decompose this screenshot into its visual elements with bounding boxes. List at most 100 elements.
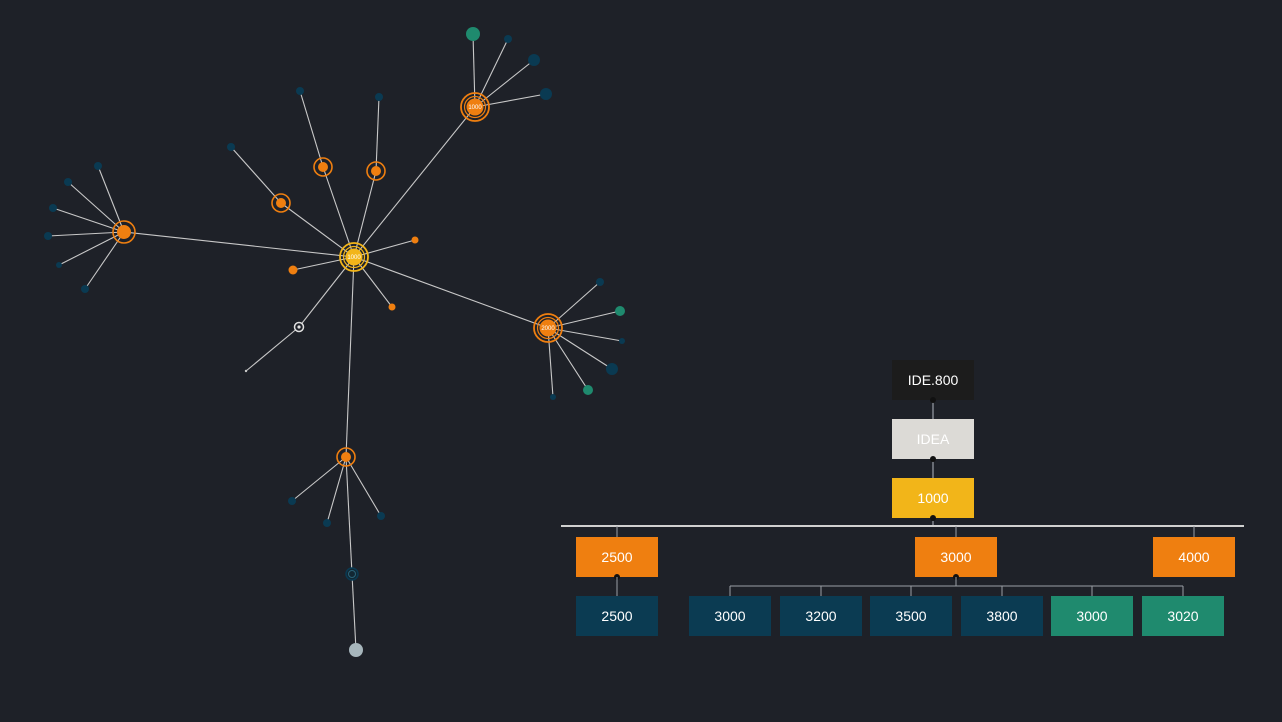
white-ring-outline [293, 321, 305, 333]
graph-edge [353, 239, 416, 258]
tree-leaf-2-2[interactable]: 3200 [780, 596, 862, 636]
navy-leaf-node[interactable] [377, 512, 385, 520]
tree-leaf-2-3[interactable]: 3500 [870, 596, 952, 636]
group-node-c[interactable] [276, 198, 286, 208]
tree-leaf-2-1-label: 3000 [714, 608, 745, 624]
tree-node-root-label: 1000 [917, 490, 948, 506]
tree-group-1-box [576, 537, 658, 577]
graph-edge [547, 310, 621, 329]
navy-leaf-node[interactable] [606, 363, 618, 375]
tree-leaf-2-1[interactable]: 3000 [689, 596, 771, 636]
navy-leaf-node[interactable] [56, 262, 62, 268]
tree-node-idea[interactable]: IDEA [892, 419, 974, 459]
tree-leaf-2-3-box [870, 596, 952, 636]
tree-node-root[interactable]: 1000 [892, 478, 974, 518]
group-node-a[interactable] [318, 162, 328, 172]
graph-edge [299, 90, 324, 168]
dark-ring-inner [348, 570, 356, 578]
tree-group-1[interactable]: 2500 [576, 537, 658, 577]
graph-edge [230, 146, 282, 204]
white-ring-core[interactable] [297, 325, 301, 329]
tree-leaf-2-5-label: 3000 [1076, 608, 1107, 624]
dark-ring-node[interactable] [346, 568, 358, 580]
navy-leaf-node[interactable] [504, 35, 512, 43]
teal-leaf-node[interactable] [615, 306, 625, 316]
navy-leaf-node[interactable] [44, 232, 52, 240]
orange-leaf-node[interactable] [288, 265, 298, 275]
tree-leaf-2-4[interactable]: 3800 [961, 596, 1043, 636]
gray-end-node[interactable] [349, 643, 363, 657]
navy-leaf-node[interactable] [323, 519, 331, 527]
hub-right-ring [533, 313, 563, 343]
tree-group-3-label: 4000 [1178, 549, 1209, 565]
graph-edge [474, 38, 509, 108]
graph-edge [280, 202, 355, 258]
graph-edge [547, 327, 554, 398]
graph-edge [345, 456, 382, 517]
network-nodes: 1000 2000 1000 [44, 27, 625, 657]
tree-group-3-box [1153, 537, 1235, 577]
hub-top-right-label: 1000 [468, 105, 482, 111]
navy-leaf-node[interactable] [550, 394, 556, 400]
tree-node-top-label: IDE.800 [908, 372, 959, 388]
root-node[interactable] [345, 248, 363, 266]
tree-leaf-2-4-label: 3800 [986, 608, 1017, 624]
graph-edge [245, 326, 300, 372]
hub-right-inner-ring [536, 316, 560, 340]
graph-edge [474, 93, 547, 108]
tree-joint [930, 456, 936, 462]
group-node-bottom[interactable] [341, 452, 351, 462]
graph-edge [345, 456, 353, 575]
network-edges [47, 33, 623, 651]
tree-leaf-1-1-label: 2500 [601, 608, 632, 624]
graph-edge [58, 231, 125, 266]
graph-edge [375, 96, 380, 172]
navy-leaf-node[interactable] [540, 88, 552, 100]
tree-leaf-2-2-label: 3200 [805, 608, 836, 624]
navy-leaf-node[interactable] [64, 178, 72, 186]
graph-edge [291, 456, 347, 502]
tree-node-top-box [892, 360, 974, 400]
navy-leaf-node[interactable] [375, 93, 383, 101]
navy-leaf-node[interactable] [296, 87, 304, 95]
tree-node-idea-label: IDEA [917, 431, 950, 447]
navy-leaf-node[interactable] [528, 54, 540, 66]
navy-leaf-node[interactable] [596, 278, 604, 286]
hub-top-right[interactable] [466, 98, 484, 116]
tree-leaf-2-5[interactable]: 3000 [1051, 596, 1133, 636]
tree-node-top[interactable]: IDE.800 [892, 360, 974, 400]
navy-leaf-node[interactable] [227, 143, 235, 151]
group-node-b-ring [366, 161, 386, 181]
navy-leaf-node[interactable] [81, 285, 89, 293]
tree-group-3[interactable]: 4000 [1153, 537, 1235, 577]
root-node-label: 1000 [347, 255, 361, 261]
tree-node-idea-box [892, 419, 974, 459]
teal-leaf-node[interactable] [583, 385, 593, 395]
hub-right-label: 2000 [541, 326, 555, 332]
teal-leaf-node[interactable] [466, 27, 480, 41]
graph-edge [547, 281, 601, 329]
navy-leaf-node[interactable] [94, 162, 102, 170]
root-node-ring [339, 242, 369, 272]
root-node-inner-ring [342, 245, 366, 269]
group-node-a-ring [313, 157, 333, 177]
group-node-c-ring [271, 193, 291, 213]
orange-leaf-node[interactable] [388, 303, 396, 311]
graph-edge [547, 327, 623, 342]
tree-group-2[interactable]: 3000 [915, 537, 997, 577]
tree-leaf-2-6[interactable]: 3020 [1142, 596, 1224, 636]
group-node-left[interactable] [117, 225, 131, 239]
orange-leaf-node[interactable] [411, 236, 419, 244]
navy-leaf-node[interactable] [49, 204, 57, 212]
tree-leaf-2-2-box [780, 596, 862, 636]
hub-right[interactable] [539, 319, 557, 337]
graph-edge [547, 327, 613, 370]
gray-leaf-node[interactable] [244, 369, 248, 373]
group-node-bottom-ring [336, 447, 356, 467]
tree-leaf-1-1[interactable]: 2500 [576, 596, 658, 636]
tree-leaf-2-5-box [1051, 596, 1133, 636]
navy-leaf-node[interactable] [619, 338, 625, 344]
group-node-b[interactable] [371, 166, 381, 176]
navy-leaf-node[interactable] [288, 497, 296, 505]
